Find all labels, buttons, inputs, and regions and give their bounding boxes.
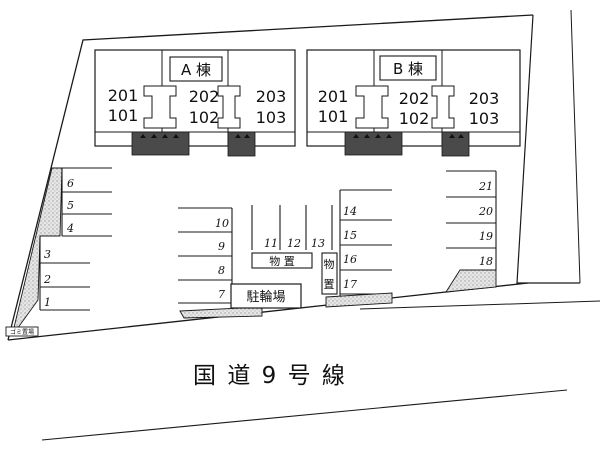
unit-a-103: 103: [256, 108, 287, 127]
parking-16: 16: [343, 253, 357, 266]
adjacent-line: [570, 9, 581, 284]
road-line-bottom: [41, 389, 568, 441]
entrance-b-left: [344, 131, 403, 156]
planting-strip-right-center: [325, 292, 393, 308]
entrance-a-right: [227, 131, 256, 157]
parking-18: 18: [479, 255, 493, 268]
garbage-station-label: ゴミ置場: [10, 328, 34, 336]
bicycle-parking-label: 駐輪場: [246, 289, 285, 305]
unit-a-102: 102: [189, 108, 220, 127]
garbage-station: [5, 326, 39, 337]
site-boundary: [7, 14, 534, 341]
unit-a-203: 203: [256, 87, 287, 106]
entrance-b-right: [441, 131, 470, 157]
planting-strip-right: [445, 269, 497, 293]
storage-vertical-label-bottom: 置: [324, 278, 335, 291]
unit-a-101: 101: [108, 106, 139, 125]
parking-12: 12: [287, 237, 301, 250]
parking-3: 3: [44, 248, 51, 261]
parking-19: 19: [479, 230, 493, 243]
parking-7: 7: [218, 288, 225, 301]
unit-a-201: 201: [108, 86, 139, 105]
unit-b-203: 203: [469, 89, 500, 108]
entrance-a-left: [131, 131, 190, 156]
unit-b-202: 202: [399, 89, 430, 108]
parking-right-center: 14 15 16 17: [325, 189, 393, 308]
parking-2: 2: [43, 273, 51, 286]
unit-b-101: 101: [318, 107, 349, 126]
road-label: 国 道 9 号 線: [193, 363, 347, 389]
parking-center-top: 11 12 13: [251, 205, 333, 250]
parking-17: 17: [343, 278, 357, 291]
site-boundary-bottom: [7, 282, 529, 341]
unit-b-201: 201: [318, 87, 349, 106]
parking-4: 4: [66, 222, 74, 235]
bicycle-parking: [230, 283, 302, 309]
parking-5: 5: [67, 199, 74, 212]
parking-6: 6: [67, 177, 74, 190]
building-a-name-box: [169, 56, 223, 82]
building-b-name-box: [379, 55, 437, 81]
parking-9: 9: [218, 240, 225, 253]
parking-11: 11: [264, 237, 278, 250]
storage-horizontal: [251, 252, 313, 269]
parking-8: 8: [218, 264, 225, 277]
parking-1: 1: [44, 296, 51, 309]
parking-13: 13: [311, 237, 325, 250]
parking-15: 15: [343, 229, 357, 242]
road-line-top: [359, 300, 600, 310]
storage-vertical-label-top: 物: [324, 257, 335, 271]
parking-10: 10: [215, 217, 229, 230]
parking-14: 14: [343, 205, 357, 218]
parking-20: 20: [478, 205, 493, 218]
building-b-name: B 棟: [393, 60, 423, 78]
site-boundary-right: [516, 14, 580, 284]
facilities: 物 置 物 置 駐輪場: [230, 252, 338, 309]
building-a: A 棟 201 202 203 101 102 103: [94, 49, 296, 157]
parking-right: 21 20 19 18: [445, 170, 497, 293]
parking-21: 21: [478, 180, 493, 193]
building-b: B 棟 201 202 203 101 102 103: [306, 49, 521, 157]
planting-strip-center: [179, 306, 263, 319]
building-a-name: A 棟: [181, 61, 211, 79]
parking-left: 6 5 4 3 2 1 ゴミ置場: [5, 167, 112, 337]
unit-b-103: 103: [469, 109, 500, 128]
unit-b-102: 102: [399, 109, 430, 128]
planting-strip-left: [11, 167, 63, 337]
unit-a-202: 202: [189, 87, 220, 106]
storage-vertical: [321, 252, 338, 295]
storage-horizontal-label: 物 置: [269, 254, 295, 268]
